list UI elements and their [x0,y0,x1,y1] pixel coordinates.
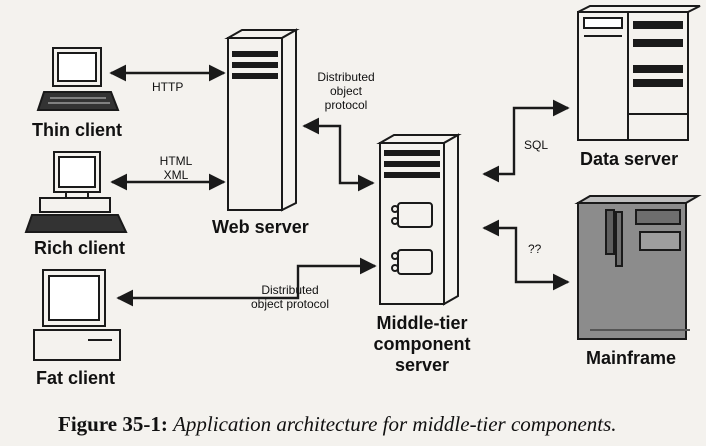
edge-label-http: HTTP [152,80,184,94]
edge-label-unknown: ?? [528,242,542,256]
middle-tier-label-line-2: component [373,334,471,354]
edge-label-distributed-object-protocol-fat: Distributed object protocol [236,283,344,311]
dop-web-line-1: Distributed [317,70,375,84]
fat-client-label: Fat client [36,368,116,388]
dop-fat-line-1: Distributed [261,283,319,297]
rich-client-label: Rich client [34,238,126,258]
figure-caption: Figure 35-1: Application architecture fo… [58,412,698,437]
figure-caption-text: Application architecture for middle-tier… [173,412,617,436]
middle-tier-server-icon [376,133,462,306]
middle-tier-server-label: Middle-tier component server [360,313,484,376]
mainframe-label: Mainframe [586,348,677,368]
web-server-tower-icon [224,28,300,212]
dop-web-line-2: object [329,84,363,98]
fat-client-desktop-icon [33,269,121,361]
edge-web-middle [302,117,375,192]
rich-client-desktop-icon [24,151,128,233]
thin-client-laptop-icon [36,47,120,111]
web-server-label: Web server [212,217,309,237]
edge-label-html: HTML [159,154,193,168]
dop-fat-line-2: object protocol [250,297,330,311]
edge-label-html-xml: HTML XML [146,154,206,182]
dop-web-line-3: protocol [324,98,368,112]
edge-label-xml: XML [163,168,189,182]
figure-number: Figure 35-1: [58,412,168,436]
edge-label-sql: SQL [524,138,549,152]
middle-tier-label-line-1: Middle-tier [376,313,468,333]
thin-client-label: Thin client [32,120,122,140]
edge-middle-mainframe [482,219,570,291]
data-server-label: Data server [580,149,679,169]
mainframe-icon [574,195,702,340]
edge-label-distributed-object-protocol-web: Distributed object protocol [306,70,386,112]
connectors [109,64,570,307]
edge-middle-data [482,99,570,183]
edge-fat-middle [116,257,377,307]
middle-tier-label-line-3: server [394,355,450,375]
data-server-icon [577,5,701,141]
